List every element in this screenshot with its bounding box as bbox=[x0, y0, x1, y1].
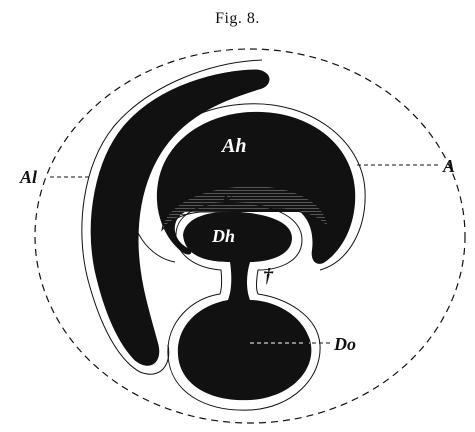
label-dagger: † bbox=[263, 265, 274, 287]
allantois-membrane bbox=[81, 59, 263, 375]
label-a: A bbox=[442, 156, 455, 176]
yolk-sac-membrane bbox=[167, 201, 321, 411]
allantois-shape bbox=[90, 69, 270, 366]
embryonic-disc-shape bbox=[161, 185, 329, 232]
amnion-membrane bbox=[129, 103, 366, 271]
label-dh: Dh bbox=[211, 226, 235, 246]
yolk-sac-shape bbox=[177, 211, 312, 401]
figure-title: Fig. 8. bbox=[215, 10, 260, 27]
label-ah: Ah bbox=[220, 135, 246, 157]
outer-dashed-boundary bbox=[34, 48, 466, 424]
label-do: Do bbox=[333, 334, 356, 354]
label-al: Al bbox=[19, 167, 37, 187]
label-e: E bbox=[221, 192, 233, 209]
